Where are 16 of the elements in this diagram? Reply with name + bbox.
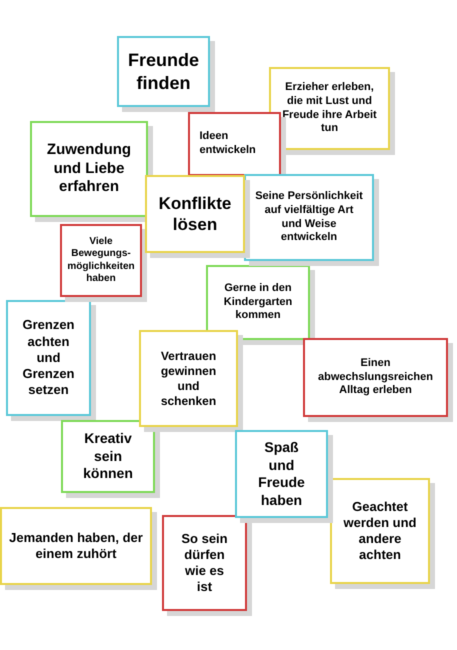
card-text: Freunde finden bbox=[126, 49, 200, 94]
card-text: Ideen entwickeln bbox=[200, 130, 257, 158]
card-text: Grenzen achten und Grenzen setzen bbox=[21, 317, 76, 399]
card-text: Jemanden haben, der einem zuhört bbox=[8, 530, 144, 562]
card-text: Seine Persönlichkeit auf vielfältige Art und Weise entwickeln bbox=[254, 190, 364, 245]
card-text: Vertrauen gewinnen und schenken bbox=[160, 348, 218, 408]
card-text: Zuwendung und Liebe erfahren bbox=[46, 140, 132, 198]
card-text: Konflikte lösen bbox=[158, 192, 232, 236]
card-text: Spaß und Freude haben bbox=[257, 439, 306, 509]
card-text: Viele Bewegungs-möglichkeiten haben bbox=[66, 236, 136, 286]
card-text: Gerne in den Kindergarten kommen bbox=[222, 282, 294, 324]
card-text: Kreativ sein können bbox=[82, 430, 134, 483]
card-text: Geachtet werden und andere achten bbox=[342, 498, 418, 564]
card-text: So sein dürfen wie es ist bbox=[180, 530, 229, 596]
card-text: Erzieher erleben, die mit Lust und Freude ihre Arbeit tun bbox=[281, 81, 378, 136]
card-text: Einen abwechslungsreichen Alltag erleben bbox=[317, 356, 434, 398]
